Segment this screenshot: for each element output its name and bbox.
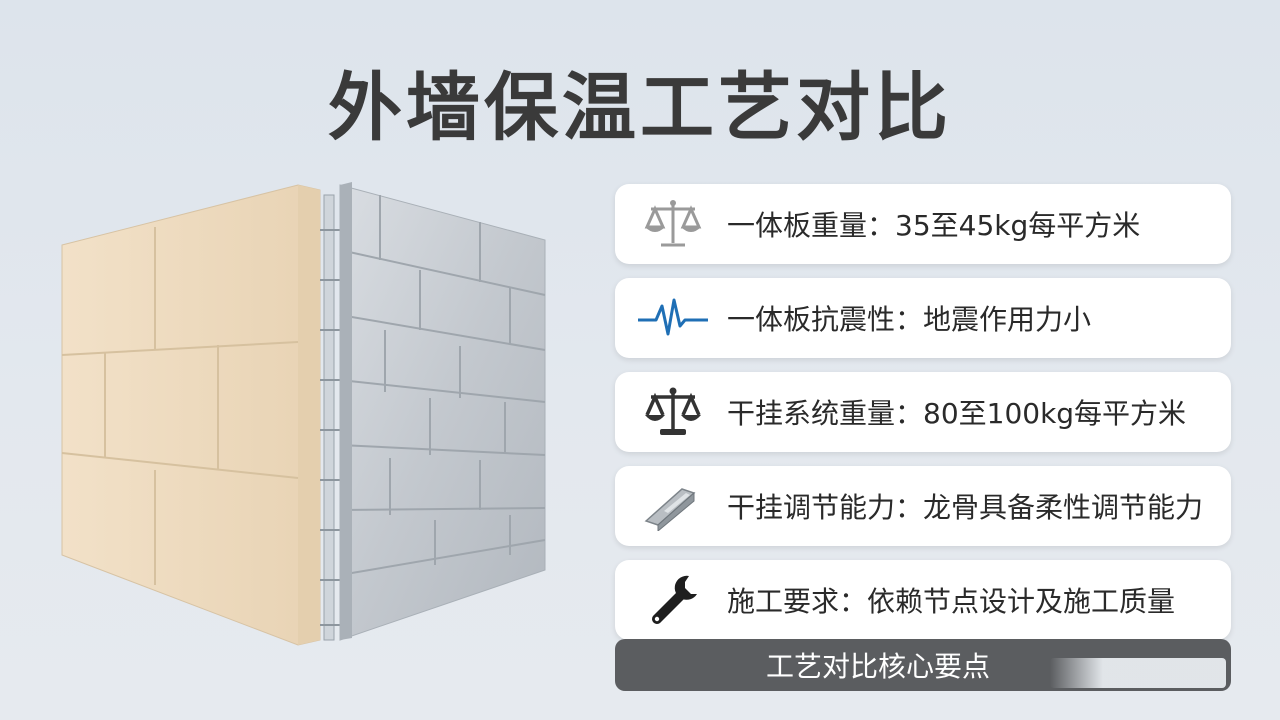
- card-text: 干挂调节能力：龙骨具备柔性调节能力: [727, 491, 1204, 524]
- scale-outline-icon: [637, 194, 709, 254]
- info-card-dry-hang-weight: 干挂系统重量：80至100kg每平方米: [615, 372, 1231, 452]
- steel-beam-icon: [637, 476, 709, 536]
- pulse-wave-icon: [637, 288, 709, 348]
- scale-solid-icon: [637, 382, 709, 442]
- card-text: 干挂系统重量：80至100kg每平方米: [727, 397, 1187, 430]
- card-text: 施工要求：依赖节点设计及施工质量: [727, 585, 1176, 618]
- footer-label: 工艺对比核心要点: [765, 650, 990, 683]
- watermark: [1050, 658, 1226, 688]
- wall-cross-section-illustration: [61, 182, 546, 646]
- info-card-seismic: 一体板抗震性：地震作用力小: [615, 278, 1231, 358]
- info-card-construction: 施工要求：依赖节点设计及施工质量: [615, 560, 1231, 640]
- card-text: 一体板抗震性：地震作用力小: [727, 303, 1092, 336]
- wrench-icon: [637, 570, 709, 630]
- card-text: 一体板重量：35至45kg每平方米: [727, 209, 1141, 242]
- page-title: 外墙保温工艺对比: [328, 65, 952, 151]
- info-card-adjustability: 干挂调节能力：龙骨具备柔性调节能力: [615, 466, 1231, 546]
- info-card-panel-weight: 一体板重量：35至45kg每平方米: [615, 184, 1231, 264]
